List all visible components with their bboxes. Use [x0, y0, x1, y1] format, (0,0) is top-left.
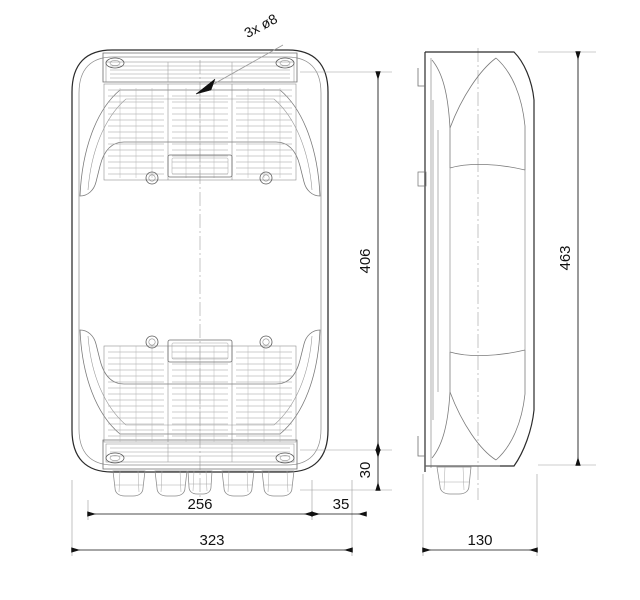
dimension-35: 35 — [311, 496, 367, 517]
dimension-layer: 406 30 256 35 323 463 130 — [71, 51, 596, 556]
dimension-323-label: 323 — [199, 532, 224, 549]
side-view — [417, 51, 535, 495]
side-mid-bracket — [417, 171, 427, 187]
mounting-hole-bottom-left — [105, 452, 125, 464]
dimension-130-label: 130 — [467, 532, 492, 549]
label-plate-top — [167, 154, 233, 178]
side-body-outline — [425, 51, 535, 467]
cable-gland-1 — [112, 470, 146, 497]
label-plate-bottom — [167, 339, 233, 363]
screw-boss-low-left — [145, 335, 159, 349]
screw-boss-mid-right — [259, 171, 273, 185]
label-plate-bottom-inner — [171, 342, 229, 360]
side-top-bracket — [417, 68, 425, 87]
front-label-plates — [167, 154, 233, 363]
front-top-flange — [102, 52, 298, 83]
extension-lines-side — [422, 51, 596, 556]
front-bottom-shroud — [79, 329, 321, 435]
dimension-256-label: 256 — [187, 496, 212, 513]
mounting-hole-bottom-right — [275, 452, 295, 464]
vent-top-ribs — [119, 88, 281, 178]
vent-bottom-lower-band — [105, 443, 295, 463]
side-base-and-gland — [425, 465, 500, 495]
side-top-facets — [431, 57, 526, 171]
cable-gland-2 — [154, 470, 188, 497]
side-bottom-facets — [431, 349, 526, 461]
side-lower-bracket — [417, 436, 425, 457]
front-vent-bottom — [103, 345, 297, 463]
label-plate-top-inner — [171, 157, 229, 175]
dimension-406: 406 — [357, 71, 381, 451]
dimension-406-label: 406 — [357, 248, 374, 273]
front-bottom-flange — [102, 439, 298, 470]
side-flank-lines — [432, 100, 526, 420]
screw-boss-low-right — [259, 335, 273, 349]
front-vent-top — [103, 61, 297, 181]
cable-gland-4 — [221, 470, 255, 497]
vent-top-frame — [103, 83, 297, 181]
front-housing-outline — [71, 49, 329, 473]
dimension-323: 323 — [71, 532, 353, 553]
front-housing-inner-wall — [78, 56, 322, 466]
hole-callout-arrowhead — [195, 78, 216, 95]
mounting-hole-top-right — [275, 57, 295, 69]
vent-top-upper-band — [105, 61, 295, 83]
dimension-130: 130 — [422, 532, 538, 553]
screw-boss-mid-left — [145, 171, 159, 185]
dimension-463-label: 463 — [557, 245, 574, 270]
dimension-30-label: 30 — [357, 462, 374, 479]
dimension-463: 463 — [557, 51, 581, 466]
front-mounting-holes — [105, 57, 295, 464]
dimension-35-label: 35 — [333, 496, 350, 513]
cable-gland-3 — [187, 470, 213, 495]
mounting-hole-top-left — [105, 57, 125, 69]
dimension-30: 30 — [357, 449, 381, 491]
cable-glands — [112, 470, 295, 497]
front-view — [71, 49, 329, 497]
front-top-shroud — [79, 89, 321, 197]
dimension-256: 256 — [87, 496, 313, 517]
cable-gland-5 — [261, 470, 295, 497]
